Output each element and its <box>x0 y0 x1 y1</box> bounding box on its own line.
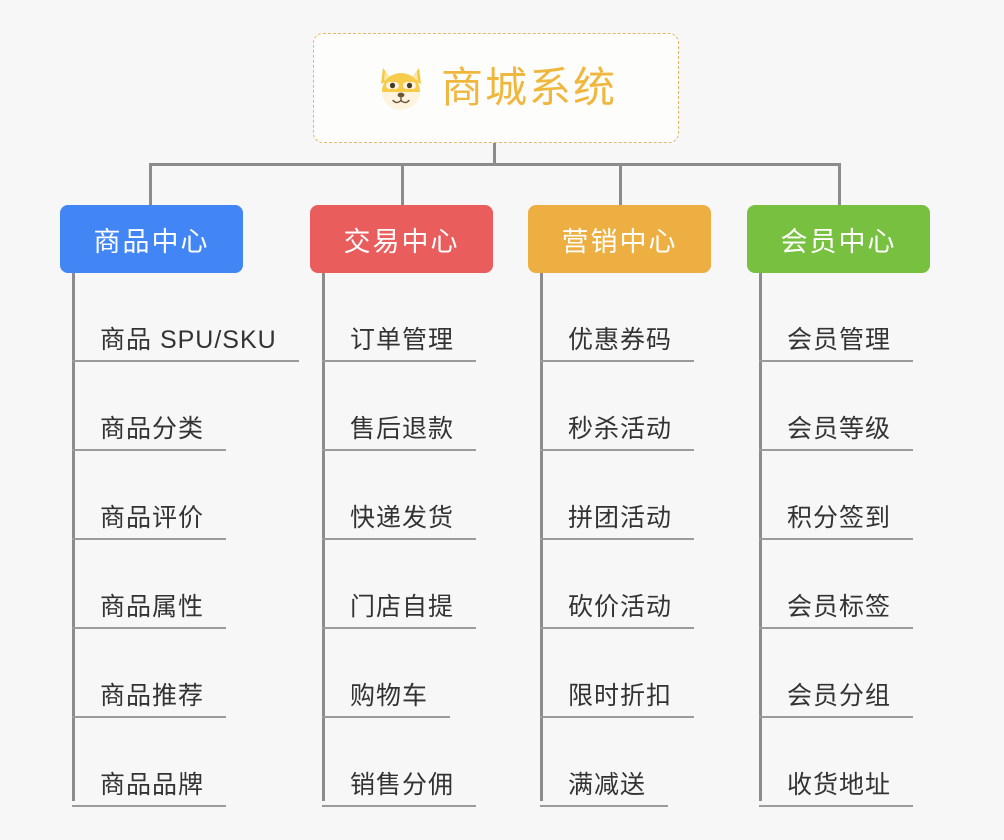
leaf-label: 满减送 <box>540 771 669 807</box>
list-item[interactable]: 门店自提 <box>310 540 540 629</box>
category-header-2[interactable]: 交易中心 <box>310 205 493 273</box>
connector-drop-1 <box>149 163 152 207</box>
root-node[interactable]: 商城系统 <box>313 33 679 143</box>
leaf-label: 门店自提 <box>322 593 477 629</box>
connector-drop-4 <box>838 163 841 207</box>
list-item[interactable]: 限时折扣 <box>528 629 758 718</box>
list-item[interactable]: 商品评价 <box>60 451 300 540</box>
leaf-rail-3 <box>540 273 543 801</box>
list-item[interactable]: 会员标签 <box>747 540 977 629</box>
list-item[interactable]: 销售分佣 <box>310 718 540 807</box>
leaf-list-4: 会员管理 会员等级 积分签到 会员标签 会员分组 收货地址 <box>747 273 977 807</box>
connector-drop-2 <box>401 163 404 207</box>
list-item[interactable]: 积分签到 <box>747 451 977 540</box>
list-item[interactable]: 售后退款 <box>310 362 540 451</box>
leaf-label: 秒杀活动 <box>540 415 695 451</box>
connector-root-stem <box>493 143 496 165</box>
leaf-label: 商品推荐 <box>72 682 227 718</box>
root-label: 商城系统 <box>440 64 617 111</box>
leaf-label: 砍价活动 <box>540 593 695 629</box>
list-item[interactable]: 满减送 <box>528 718 758 807</box>
leaf-label: 销售分佣 <box>322 771 477 807</box>
leaf-label: 商品评价 <box>72 504 227 540</box>
column-marketing-center: 营销中心 优惠券码 秒杀活动 拼团活动 砍价活动 限时折扣 满减送 <box>528 205 758 807</box>
list-item[interactable]: 商品品牌 <box>60 718 300 807</box>
shiba-dog-icon <box>375 62 427 114</box>
list-item[interactable]: 优惠券码 <box>528 273 758 362</box>
category-header-3[interactable]: 营销中心 <box>528 205 711 273</box>
leaf-label: 售后退款 <box>322 415 477 451</box>
category-label-1: 商品中心 <box>93 226 210 257</box>
list-item[interactable]: 秒杀活动 <box>528 362 758 451</box>
list-item[interactable]: 快递发货 <box>310 451 540 540</box>
leaf-list-3: 优惠券码 秒杀活动 拼团活动 砍价活动 限时折扣 满减送 <box>528 273 758 807</box>
leaf-label: 商品分类 <box>72 415 227 451</box>
list-item[interactable]: 购物车 <box>310 629 540 718</box>
leaf-label: 会员标签 <box>759 593 914 629</box>
list-item[interactable]: 商品推荐 <box>60 629 300 718</box>
list-item[interactable]: 砍价活动 <box>528 540 758 629</box>
list-item[interactable]: 商品分类 <box>60 362 300 451</box>
leaf-rail-2 <box>322 273 325 801</box>
leaf-label: 商品 SPU/SKU <box>72 326 299 362</box>
leaf-label: 限时折扣 <box>540 682 695 718</box>
list-item[interactable]: 商品 SPU/SKU <box>60 273 300 362</box>
leaf-label: 订单管理 <box>322 326 477 362</box>
leaf-label: 商品品牌 <box>72 771 227 807</box>
list-item[interactable]: 订单管理 <box>310 273 540 362</box>
leaf-label: 购物车 <box>322 682 451 718</box>
list-item[interactable]: 会员等级 <box>747 362 977 451</box>
column-trade-center: 交易中心 订单管理 售后退款 快递发货 门店自提 购物车 销售分佣 <box>310 205 540 807</box>
leaf-list-1: 商品 SPU/SKU 商品分类 商品评价 商品属性 商品推荐 商品品牌 <box>60 273 300 807</box>
leaf-label: 会员分组 <box>759 682 914 718</box>
category-label-3: 营销中心 <box>561 226 678 257</box>
leaf-label: 会员等级 <box>759 415 914 451</box>
list-item[interactable]: 会员分组 <box>747 629 977 718</box>
leaf-list-2: 订单管理 售后退款 快递发货 门店自提 购物车 销售分佣 <box>310 273 540 807</box>
list-item[interactable]: 拼团活动 <box>528 451 758 540</box>
category-label-4: 会员中心 <box>780 226 897 257</box>
list-item[interactable]: 收货地址 <box>747 718 977 807</box>
category-header-1[interactable]: 商品中心 <box>60 205 243 273</box>
leaf-label: 收货地址 <box>759 771 914 807</box>
leaf-label: 会员管理 <box>759 326 914 362</box>
leaf-label: 商品属性 <box>72 593 227 629</box>
leaf-rail-1 <box>72 273 75 801</box>
list-item[interactable]: 会员管理 <box>747 273 977 362</box>
column-member-center: 会员中心 会员管理 会员等级 积分签到 会员标签 会员分组 收货地址 <box>747 205 977 807</box>
connector-horizontal-bus <box>149 163 841 166</box>
leaf-label: 拼团活动 <box>540 504 695 540</box>
category-header-4[interactable]: 会员中心 <box>747 205 930 273</box>
connector-drop-3 <box>619 163 622 207</box>
list-item[interactable]: 商品属性 <box>60 540 300 629</box>
leaf-label: 快递发货 <box>322 504 477 540</box>
leaf-label: 优惠券码 <box>540 326 695 362</box>
category-label-2: 交易中心 <box>343 226 460 257</box>
column-product-center: 商品中心 商品 SPU/SKU 商品分类 商品评价 商品属性 商品推荐 商品品牌 <box>60 205 300 807</box>
leaf-rail-4 <box>759 273 762 801</box>
leaf-label: 积分签到 <box>759 504 914 540</box>
